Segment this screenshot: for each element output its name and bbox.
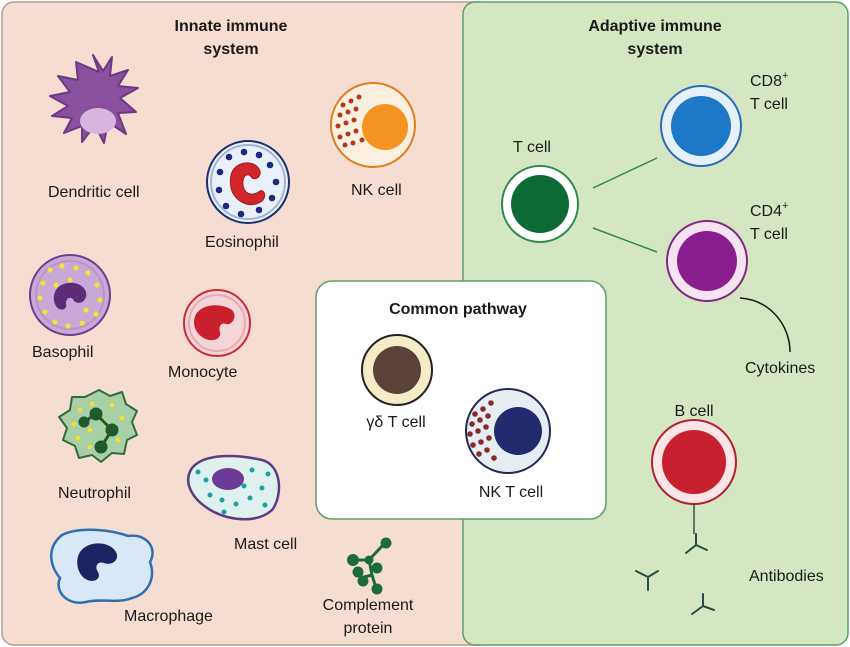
cd4-t-cell-label-line2: T cell [750, 226, 788, 243]
antibody-icon [685, 533, 708, 554]
adaptive-title: Adaptive immune [588, 18, 721, 35]
innate-title: Innate immune [175, 18, 288, 35]
innate-title-line2: system [203, 41, 258, 58]
monocyte-icon [183, 289, 251, 357]
b-cell-label: B cell [674, 403, 713, 420]
eosinophil-icon [206, 140, 290, 224]
neutrophil-label: Neutrophil [58, 485, 131, 502]
antibody-icon [635, 570, 659, 591]
cytokines-curve [739, 297, 791, 353]
cd4-t-cell-label: CD4+ [750, 200, 788, 220]
basophil-icon [29, 254, 111, 336]
macrophage-label: Macrophage [124, 608, 213, 625]
cd8-superscript: + [782, 70, 788, 82]
common-pathway-title: Common pathway [389, 301, 527, 318]
gd-t-cell-label: γδ T cell [366, 414, 425, 431]
t-cell-label: T cell [513, 139, 551, 156]
nk-cell-icon [330, 82, 416, 168]
t-to-cd4-connector [592, 227, 658, 253]
cd8-t-cell-label-line2: T cell [750, 96, 788, 113]
dendritic-cell-icon [49, 54, 139, 144]
nk-t-cell-label: NK T cell [479, 484, 543, 501]
macrophage-icon [50, 528, 154, 604]
nk-t-cell-icon [465, 388, 551, 474]
monocyte-label: Monocyte [168, 364, 237, 381]
complement-protein-label: Complement [323, 597, 414, 614]
antibody-icon [691, 593, 715, 615]
antibodies-label: Antibodies [749, 568, 824, 585]
dendritic-cell-label: Dendritic cell [48, 184, 140, 201]
nk-cell-label: NK cell [351, 182, 402, 199]
cd4-t-cell-icon [666, 220, 748, 302]
neutrophil-icon [58, 389, 138, 463]
cd4-superscript: + [782, 200, 788, 212]
cd8-t-cell-label: CD8+ [750, 70, 788, 90]
gd-t-cell-icon [361, 334, 433, 406]
cytokines-label: Cytokines [745, 360, 815, 377]
mast-cell-label: Mast cell [234, 536, 297, 553]
cd8-t-cell-icon [660, 85, 742, 167]
t-cell-icon [501, 165, 579, 243]
mast-cell-icon [187, 454, 281, 521]
b-cell-icon [651, 419, 737, 505]
adaptive-title-line2: system [627, 41, 682, 58]
t-to-cd8-connector [592, 157, 658, 189]
basophil-label: Basophil [32, 344, 93, 361]
complement-protein-label-line2: protein [344, 620, 393, 637]
complement-protein-icon [347, 537, 392, 595]
eosinophil-label: Eosinophil [205, 234, 279, 251]
